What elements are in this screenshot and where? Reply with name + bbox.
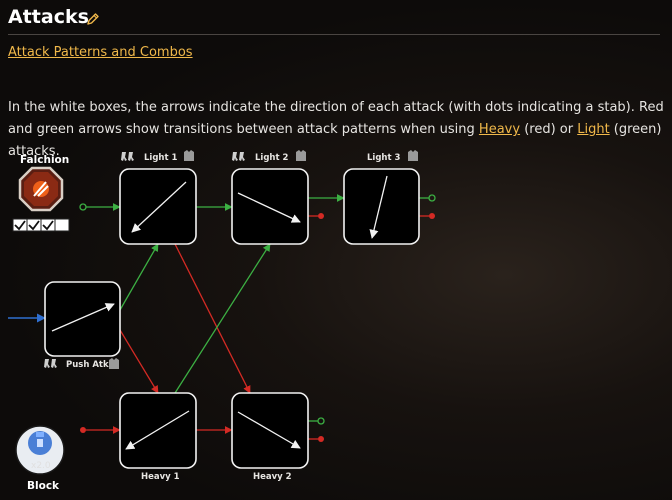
attack-label-heavy2: Heavy 2 [253,472,292,482]
heavy-link[interactable]: Heavy [478,122,521,137]
attack-label-push: Push Atk [66,360,109,370]
pencil-icon[interactable] [86,12,100,26]
stance-icon [232,152,245,161]
attack-diagram: Falchion [8,150,436,492]
block-multiplier: x2.0 [31,461,51,471]
attack-patterns-link[interactable]: Attack Patterns and Combos [8,45,193,60]
intro-text-1: In the white boxes, the arrows indicate … [8,100,664,137]
combo-checkboxes [12,218,70,232]
attack-box-heavy2 [231,392,309,469]
stance-icon [121,152,134,161]
falchion-icon [18,166,64,212]
intro-text-3: (green) attacks. [8,122,662,159]
attack-label-light1: Light 1 [144,153,177,163]
armor-icon [109,358,119,369]
attack-label-light3: Light 3 [367,153,400,163]
attack-box-push [44,281,121,357]
weapon-name: Falchion [20,154,69,166]
block-stance-icon [15,425,65,475]
attack-box-light3 [343,168,420,245]
attack-label-heavy1: Heavy 1 [141,472,180,482]
page-title: Attacks [8,6,89,28]
armor-icon [408,150,418,161]
stance-icon [44,359,57,368]
armor-icon [296,150,306,161]
attack-box-heavy1 [119,392,197,469]
armor-icon [184,150,194,161]
intro-text-2: (red) or [520,122,578,137]
attack-label-light2: Light 2 [255,153,288,163]
intro-paragraph: In the white boxes, the arrows indicate … [8,97,668,163]
title-divider [8,34,660,35]
attack-box-light2 [231,168,309,245]
transition-arrows [8,194,436,442]
block-label: Block [27,480,60,492]
light-link[interactable]: Light [577,122,610,137]
attack-box-light1 [119,168,197,245]
